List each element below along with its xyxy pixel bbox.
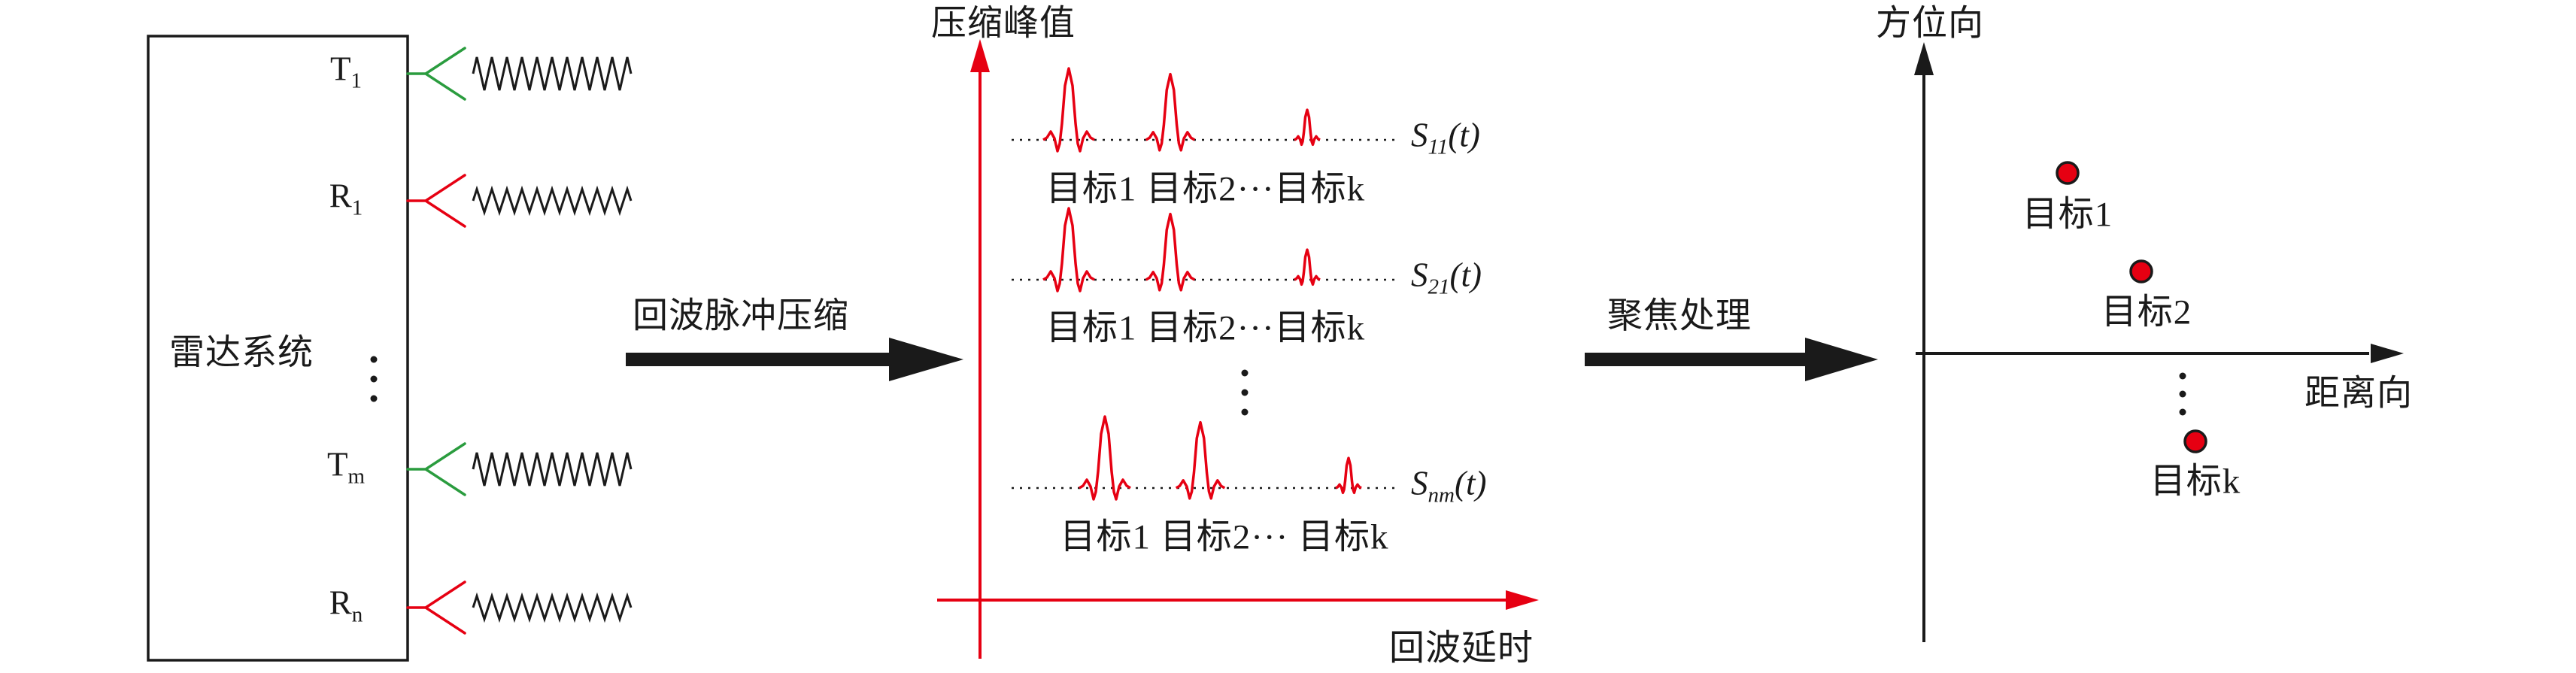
target-k-dot xyxy=(2183,429,2207,453)
radar-box-outline xyxy=(147,35,409,662)
antenna-tm-base: T xyxy=(326,445,348,484)
target-k-label: 目标k xyxy=(2150,462,2241,502)
row1-pulse-k xyxy=(1294,109,1321,146)
row1-targets-label: 目标1 目标2···目标k xyxy=(1045,169,1366,209)
row2-pulse-2 xyxy=(1145,212,1196,292)
antenna-forks xyxy=(406,47,466,635)
antenna-rn-base: R xyxy=(329,584,352,622)
focus-plot-y-axis-label: 方位向 xyxy=(1876,4,1984,44)
antenna-t1-sub: 1 xyxy=(350,68,363,93)
pulse-plot-vertical-ellipsis-icon xyxy=(1241,369,1249,416)
focus-plot-y-arrowhead-icon xyxy=(1914,42,1934,75)
antenna-tm-sub: m xyxy=(347,464,366,489)
antenna-r1-base: R xyxy=(329,177,352,215)
target-1-label: 目标1 xyxy=(2022,195,2113,235)
flow-arrow-2-label: 聚焦处理 xyxy=(1607,296,1752,336)
snm-base: S xyxy=(1411,464,1428,502)
antenna-label-r1: R1 xyxy=(329,177,363,220)
row3-pulse-1 xyxy=(1078,415,1132,501)
row1-pulse-2 xyxy=(1145,72,1196,152)
target-1-dot xyxy=(2056,161,2080,185)
focus-plot-x-axis-label: 距离向 xyxy=(2304,374,2413,414)
row3-pulse-k xyxy=(1335,457,1362,494)
row2-pulse-k xyxy=(1294,249,1321,286)
rx1-antenna-icon xyxy=(406,174,466,228)
row3-pulse-2 xyxy=(1175,420,1226,500)
signal-label-snm: Snm(t) xyxy=(1411,464,1487,508)
focus-plot-vertical-ellipsis-icon xyxy=(2179,372,2186,416)
focus-plot-x-arrowhead-icon xyxy=(2371,344,2404,363)
rx1-waveform xyxy=(472,188,633,214)
row3-targets-label: 目标1 目标2··· 目标k xyxy=(1060,517,1389,557)
s21-arg: (t) xyxy=(1449,256,1482,294)
pulse-plot-y-arrowhead-icon xyxy=(970,39,990,72)
flow-arrow-1-icon xyxy=(626,338,963,381)
tx1-waveform xyxy=(472,56,633,92)
antenna-label-t1: T1 xyxy=(330,50,363,93)
signal-label-s21: S21(t) xyxy=(1411,256,1482,299)
box-vertical-ellipsis-icon xyxy=(370,356,378,402)
antenna-label-tm: Tm xyxy=(326,445,366,489)
row2-targets-label: 目标1 目标2···目标k xyxy=(1045,308,1366,348)
radar-system-label: 雷达系统 xyxy=(169,333,314,373)
snm-sub: nm xyxy=(1428,483,1455,508)
tx1-antenna-icon xyxy=(406,47,466,101)
txm-waveform xyxy=(472,451,633,487)
target-2-label: 目标2 xyxy=(2101,293,2192,332)
focus-plot-axes xyxy=(1914,42,2404,642)
s11-sub: 11 xyxy=(1428,135,1449,159)
pulse-plot-x-axis-label: 回波延时 xyxy=(1389,629,1534,668)
antenna-waveforms xyxy=(472,56,633,620)
compressed-pulses xyxy=(1042,67,1362,501)
rxn-waveform xyxy=(472,595,633,620)
pulse-plot-axes xyxy=(937,39,1539,659)
pulse-plot-y-axis-label: 压缩峰值 xyxy=(931,4,1076,44)
antenna-rn-sub: n xyxy=(351,602,363,627)
antenna-label-rn: Rn xyxy=(329,584,363,627)
row-baselines xyxy=(1012,138,1400,490)
snm-arg: (t) xyxy=(1454,464,1487,502)
s21-sub: 21 xyxy=(1428,274,1450,299)
rxn-antenna-icon xyxy=(406,581,466,635)
s11-arg: (t) xyxy=(1448,116,1480,154)
s21-base: S xyxy=(1411,256,1428,294)
row2-pulse-1 xyxy=(1042,207,1096,293)
target-2-dot xyxy=(2129,259,2153,283)
flow-arrow-2-icon xyxy=(1585,338,1878,381)
antenna-t1-base: T xyxy=(330,50,351,88)
signal-label-s11: S11(t) xyxy=(1411,116,1480,159)
pulse-plot-x-arrowhead-icon xyxy=(1506,590,1539,610)
s11-base: S xyxy=(1411,116,1428,154)
antenna-r1-sub: 1 xyxy=(351,196,363,220)
txm-antenna-icon xyxy=(406,442,466,496)
row1-pulse-1 xyxy=(1042,67,1096,153)
flow-arrow-1-label: 回波脉冲压缩 xyxy=(633,296,849,336)
target-dots xyxy=(2056,161,2207,453)
